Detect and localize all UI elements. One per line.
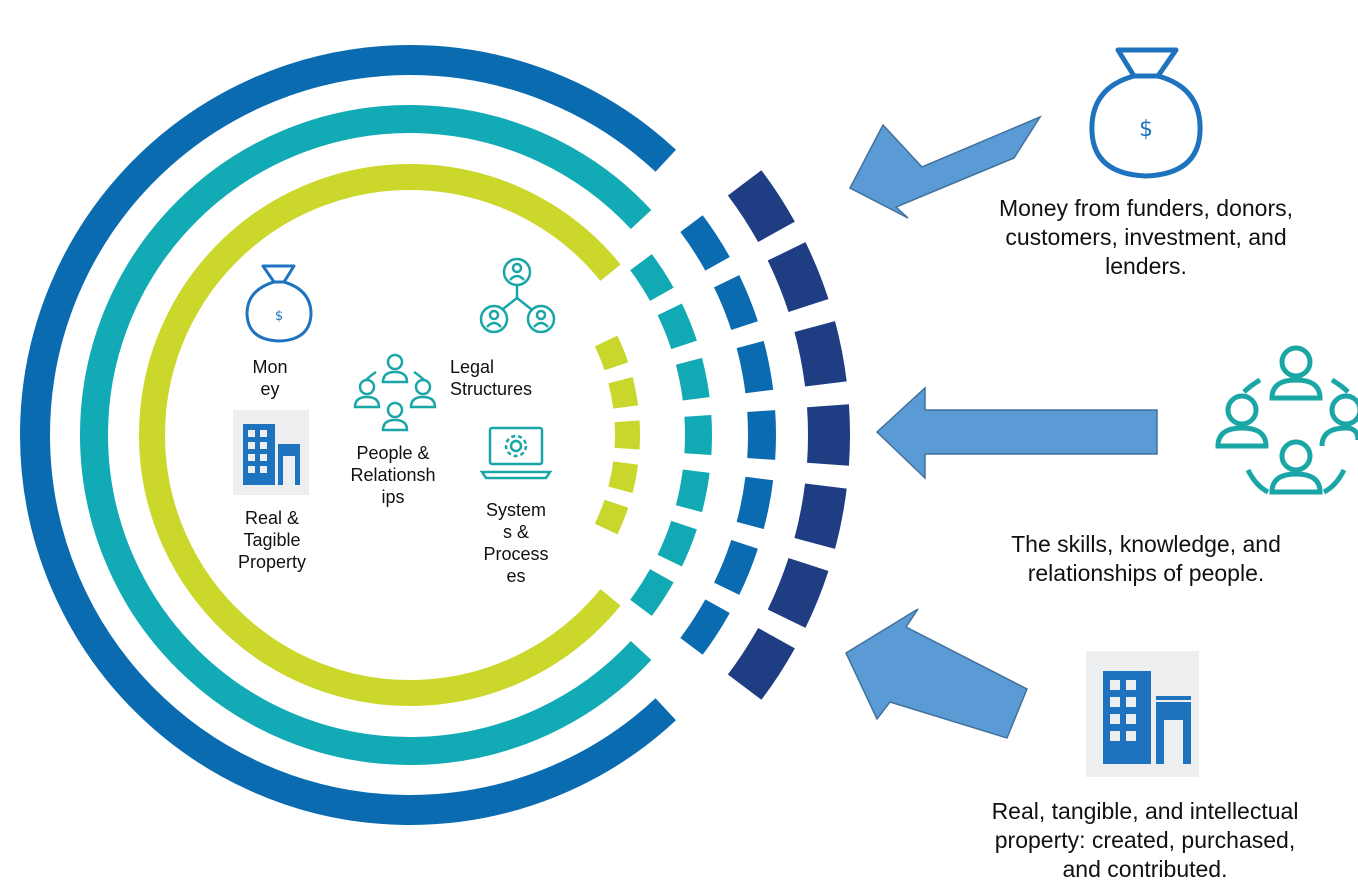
tile-2-4 (736, 476, 774, 530)
tile-1-4 (675, 469, 710, 513)
money-bag-icon: $ (1089, 47, 1203, 179)
arrow-people (875, 386, 1158, 480)
label-money: Mon ey (252, 357, 288, 399)
tile-0-4 (608, 461, 639, 493)
people-circle-icon (1215, 345, 1358, 495)
svg-text:$: $ (275, 309, 283, 324)
ring-inner (139, 164, 621, 706)
caption-money: Money from funders, donors, customers, i… (998, 195, 1294, 279)
tile-3-6 (727, 627, 795, 700)
tile-0-3 (614, 420, 640, 450)
tile-0-2 (608, 377, 639, 409)
label-people-relationships: People & Relationsh ips (350, 443, 436, 507)
tile-3-4 (794, 483, 847, 549)
tile-1-0 (630, 254, 674, 301)
tile-3-3 (807, 404, 850, 466)
tile-0-1 (594, 335, 629, 371)
caption-property: Real, tangible, and intellectual propert… (991, 798, 1299, 882)
tile-2-2 (736, 340, 774, 394)
people-circle-icon (353, 353, 437, 432)
tile-3-1 (767, 242, 829, 313)
ring-middle (80, 105, 652, 765)
tile-1-3 (684, 414, 713, 456)
tile-2-1 (714, 275, 758, 330)
tile-2-3 (747, 410, 776, 460)
tile-2-6 (680, 599, 730, 655)
tile-1-2 (675, 357, 710, 401)
svg-text:$: $ (1139, 117, 1153, 142)
label-systems-processes: System s & Process es (483, 500, 549, 586)
tile-1-5 (657, 520, 697, 567)
arrow-money (848, 115, 1042, 219)
laptop-gear-icon (479, 426, 553, 480)
tile-2-0 (680, 215, 730, 271)
building-icon (233, 410, 309, 495)
tile-3-2 (794, 321, 847, 387)
radiating-tiles (594, 170, 850, 700)
tile-1-6 (630, 569, 674, 616)
money-bag-icon: $ (245, 262, 313, 344)
tile-2-5 (714, 540, 758, 595)
tile-3-0 (727, 170, 795, 243)
arrow-property (845, 608, 1028, 739)
tile-1-1 (657, 303, 697, 350)
concentric-rings (20, 45, 676, 825)
caption-people: The skills, knowledge, and relationships… (1011, 531, 1281, 586)
org-structure-icon (479, 257, 556, 334)
label-real-property: Real & Tagible Property (237, 508, 307, 572)
tile-0-5 (594, 499, 629, 535)
building-icon (1086, 651, 1199, 777)
tile-3-5 (767, 557, 829, 628)
label-legal-structures: Legal Structures (450, 357, 533, 399)
ring-outer (20, 45, 676, 825)
